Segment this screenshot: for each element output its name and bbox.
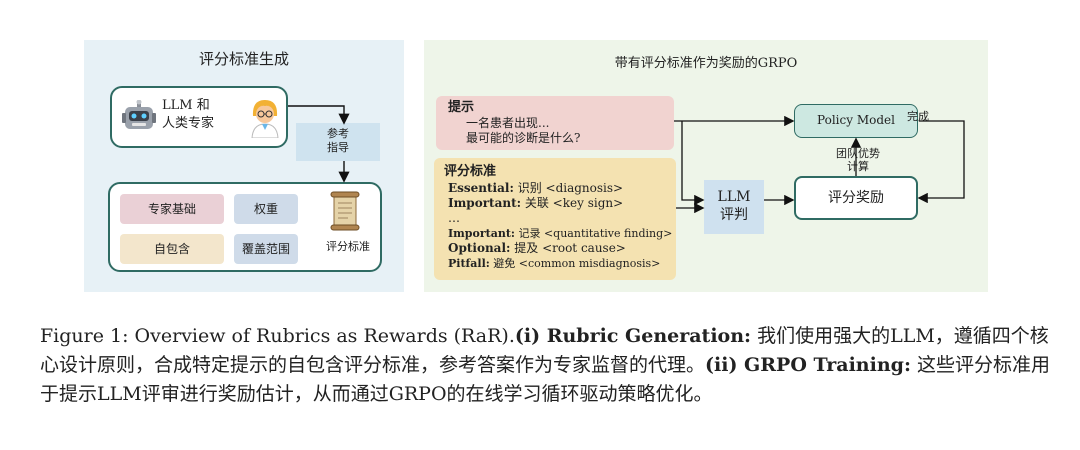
rubric-item-text: 避免 <common misdiagnosis> <box>489 257 661 270</box>
rubric-item-list: Essential: 识别 <diagnosis> Important: 关联 … <box>448 181 672 271</box>
rubric-generation-title: 评分标准生成 <box>198 50 289 68</box>
right-arrows <box>674 115 965 214</box>
scroll-icon <box>330 191 360 231</box>
rubric-criteria-box: 专家基础 权重 自包含 覆盖范围 评分标准 <box>108 182 382 272</box>
caption-part1-label: (i) Rubric Generation: <box>514 325 752 347</box>
reference-guide-box: 参考 指导 <box>296 123 380 161</box>
pill-expert-grounding: 专家基础 <box>120 194 224 224</box>
pill-self-contained: 自包含 <box>120 234 224 264</box>
human-experts-label: 人类专家 <box>162 116 215 131</box>
rubric-title: 评分标准 <box>444 164 497 179</box>
llm-judge-line-2: 评判 <box>720 207 748 224</box>
rubric-item-label: Optional: <box>448 241 511 255</box>
rubric-item-label: Essential: <box>448 181 514 195</box>
rubric-item: Optional: 提及 <root cause> <box>448 241 672 256</box>
arrow-completion-loop <box>917 120 965 204</box>
caption-part2-text: 这些评分标准用于提示LLM评审进行奖励估计，从而通过GRPO的在线学习循环驱动策… <box>40 354 1051 405</box>
llm-and-experts-box: LLM 和 人类专家 <box>110 86 288 148</box>
grpo-panel: 带有评分标准作为奖励的GRPO 提示 一名患者出现... 最可能的诊断是什么? … <box>424 40 988 292</box>
prompt-line-1: 一名患者出现... <box>466 116 550 130</box>
llm-judge-line-1: LLM <box>717 189 751 205</box>
caption-part1-text: 我们使用强大的LLM，遵循四个核心设计原则，合成特定提示的自包含评分标准，参考答… <box>40 325 1049 376</box>
rubric-item-text: 识别 <diagnosis> <box>513 181 624 195</box>
rubric-item: Important: 记录 <quantitative finding> <box>448 226 672 241</box>
grpo-panel-title: 带有评分标准作为奖励的GRPO <box>614 56 798 71</box>
llm-judge-box: LLM 评判 <box>704 180 764 234</box>
rubric-item-text: 关联 <key sign> <box>521 196 624 210</box>
rubric-item: Important: 关联 <key sign> <box>448 196 672 211</box>
caption-part2-label: (ii) GRPO Training: <box>705 354 911 376</box>
reference-label: 参考 <box>327 127 349 140</box>
prompt-title: 提示 <box>448 100 475 115</box>
done-label: 完成 <box>907 110 929 123</box>
rubric-item-text: … <box>448 211 460 225</box>
rubric-item-text: 记录 <quantitative finding> <box>514 227 673 240</box>
left-arrows <box>288 105 350 183</box>
rubric-reward-box: 评分奖励 <box>794 176 918 220</box>
arrow-prompt-to-judge <box>681 121 705 206</box>
guide-label: 指导 <box>327 141 349 155</box>
group-advantage-line-2: 计算 <box>847 160 869 173</box>
rubric-scroll-label: 评分标准 <box>326 240 370 253</box>
pill-coverage: 覆盖范围 <box>234 234 298 264</box>
arrow-llm-to-guide <box>288 105 350 125</box>
scientist-icon <box>251 100 279 138</box>
rubric-item: Essential: 识别 <diagnosis> <box>448 181 672 196</box>
prompt-line-2: 最可能的诊断是什么? <box>466 131 581 145</box>
caption-prefix: Figure 1: Overview of Rubrics as Rewards… <box>40 325 515 347</box>
rubric-item: … <box>448 211 672 226</box>
rubric-item: Pitfall: 避免 <common misdiagnosis> <box>448 256 672 271</box>
rubric-item-text: 提及 <root cause> <box>510 241 626 255</box>
group-advantage-label: 团队优势 计算 <box>836 147 880 173</box>
pill-weights: 权重 <box>234 194 298 224</box>
figure-caption: Figure 1: Overview of Rubrics as Rewards… <box>40 322 1050 409</box>
llm-and-label: LLM 和 <box>162 98 210 113</box>
prompt-box: 提示 一名患者出现... 最可能的诊断是什么? <box>436 96 674 150</box>
group-advantage-line-1: 团队优势 <box>836 147 880 160</box>
rubric-item-label: Important: <box>448 227 515 240</box>
rubric-generation-panel: 评分标准生成 LLM 和 人类专家 <box>84 40 404 292</box>
rubric-box: 评分标准 Essential: 识别 <diagnosis> Important… <box>434 158 676 280</box>
rubric-item-label: Important: <box>448 196 522 210</box>
rubric-item-label: Pitfall: <box>448 257 490 270</box>
robot-icon <box>122 100 156 129</box>
